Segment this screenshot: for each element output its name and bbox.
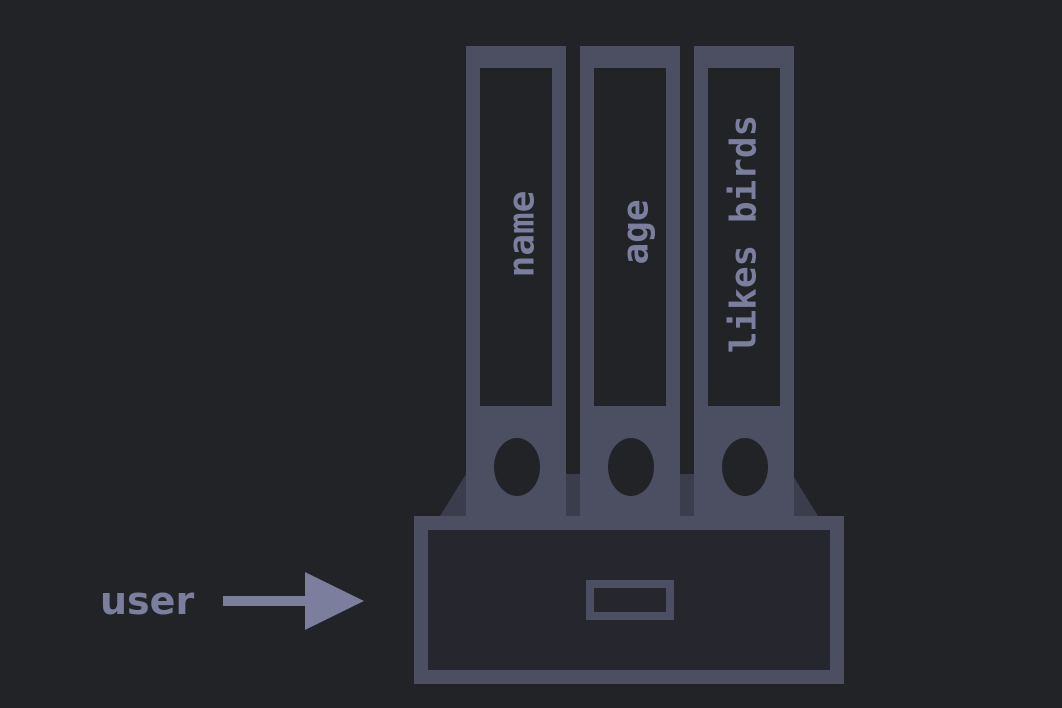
arrow-right-icon (223, 572, 364, 630)
binder-name: name (466, 46, 566, 518)
binder-ring-hole (494, 438, 540, 496)
binder-ring-hole (608, 438, 654, 496)
binder-label-slot (480, 68, 552, 406)
binder-label: likes birds (724, 115, 765, 353)
binder-ring-hole (722, 438, 768, 496)
binder-label: age (616, 199, 657, 264)
drawer (414, 516, 844, 684)
drawer-face (428, 530, 830, 670)
drawer-handle (586, 580, 674, 620)
user-label: user (100, 579, 194, 623)
binder-age: age (580, 46, 680, 518)
binder-likes-birds: likes birds (694, 46, 794, 518)
binder-label-slot (708, 68, 780, 406)
arrow-head (305, 572, 364, 630)
binder-label-slot (594, 68, 666, 406)
binder-label: name (502, 191, 543, 278)
arrow-shaft (223, 596, 309, 606)
